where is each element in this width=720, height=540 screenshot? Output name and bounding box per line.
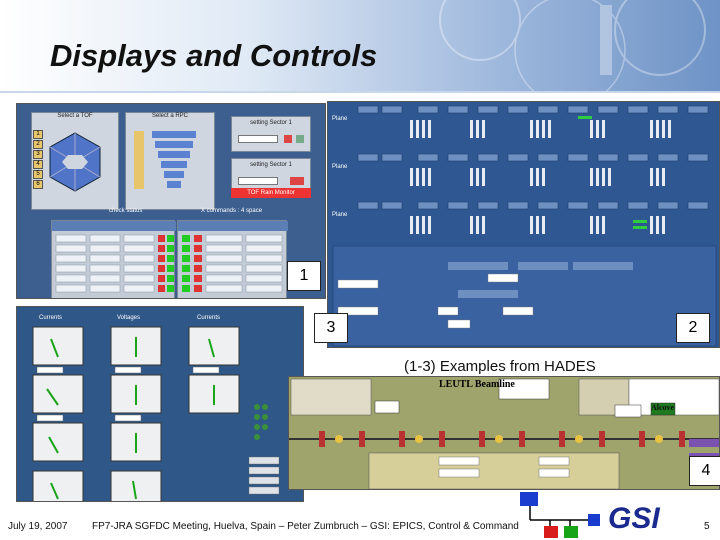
hades-gauge-panel: Currents Voltages Currents <box>16 306 304 502</box>
beamline-diagram <box>289 378 719 489</box>
footer-date: July 19, 2007 <box>8 521 68 532</box>
hades-plane-panel: Plane Plane Plane <box>327 101 720 348</box>
label-4: 4 <box>689 456 720 486</box>
setting-window-1: setting Sector 1 <box>231 116 311 152</box>
sector-button[interactable]: 2 <box>33 140 43 149</box>
setting-input-1[interactable] <box>238 135 278 143</box>
gsi-logo: GSI <box>520 492 660 538</box>
voltage-table-2 <box>177 220 288 298</box>
header-decoration <box>439 0 706 92</box>
title-divider <box>0 91 720 93</box>
sector-button[interactable]: 6 <box>33 180 43 189</box>
voltage-table-1 <box>51 220 176 298</box>
sector-button[interactable]: 4 <box>33 160 43 169</box>
plane-label: Plane <box>332 164 348 170</box>
label-2: 2 <box>676 313 710 343</box>
tof-rain-monitor-button[interactable]: TOF Rain Monitor <box>231 188 311 198</box>
gauge-header: Currents <box>39 315 63 321</box>
table-grid <box>52 221 176 293</box>
beamline-title: LEUTL Beamline <box>439 379 515 390</box>
sector-list: 1 2 3 4 5 6 <box>33 130 43 189</box>
funnel-icon <box>134 131 196 189</box>
setting-input-2[interactable] <box>238 177 278 185</box>
plane-label: Plane <box>332 116 348 122</box>
plane-grid <box>332 105 717 347</box>
status-led <box>296 135 304 143</box>
label-1: 1 <box>287 261 321 291</box>
page-number: 5 <box>704 521 710 532</box>
check-status-label: check status <box>109 208 143 214</box>
gauge-array <box>32 326 280 501</box>
rpc-select-window: Select a RPC <box>125 112 215 210</box>
page-title: Displays and Controls <box>50 38 378 73</box>
setting-title-1: setting Sector 1 <box>250 120 292 126</box>
hades-sector-panel: Select a TOF 1 2 3 4 5 6 Select a RPC se… <box>16 103 326 299</box>
table-grid <box>178 221 288 293</box>
sector-button[interactable]: 1 <box>33 130 43 139</box>
gauge-header: Currents <box>197 315 221 321</box>
tof-select-window: Select a TOF <box>31 112 119 210</box>
status-led <box>290 177 304 185</box>
status-led <box>284 135 292 143</box>
tof-select-title: Select a TOF <box>57 113 93 119</box>
footer-text: FP7-JRA SGFDC Meeting, Huelva, Spain – P… <box>92 521 519 532</box>
caption: (1-3) Examples from HADES <box>404 358 596 375</box>
setting-title-2: setting Sector 1 <box>250 162 292 168</box>
svg-text:GSI: GSI <box>608 502 660 535</box>
slide-header: Displays and Controls <box>0 0 720 92</box>
mode-label: X commands : 4 space <box>201 208 263 214</box>
plane-label: Plane <box>332 212 348 218</box>
alcove-label: Alcove <box>651 403 675 412</box>
sector-button[interactable]: 5 <box>33 170 43 179</box>
hexagon-icon <box>49 132 101 192</box>
label-3: 3 <box>314 313 348 343</box>
rpc-select-title: Select a RPC <box>151 113 188 119</box>
gauge-header: Voltages <box>117 315 141 321</box>
sector-button[interactable]: 3 <box>33 150 43 159</box>
beamline-panel: LEUTL Beamline Alcove <box>288 376 720 490</box>
